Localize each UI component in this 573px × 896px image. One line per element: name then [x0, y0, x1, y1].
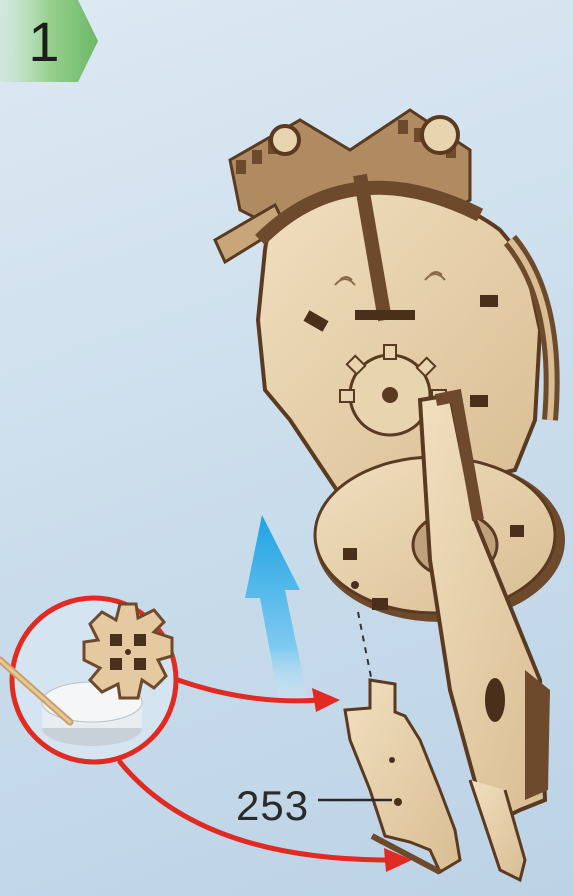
part-number-label: 253: [236, 782, 309, 830]
part-253: [345, 680, 460, 872]
move-direction-arrow: [245, 515, 308, 705]
gear-part-icon: [84, 604, 172, 698]
glue-instruction-inset: [0, 598, 176, 762]
glue-arrow-upper-head: [312, 688, 340, 712]
main-body: [258, 190, 540, 501]
alignment-line: [358, 612, 372, 682]
